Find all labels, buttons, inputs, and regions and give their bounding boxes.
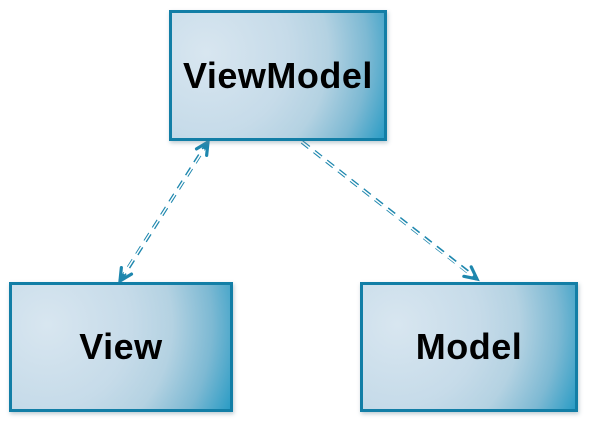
node-model-label: Model (415, 326, 523, 367)
node-viewmodel-label: ViewModel (183, 54, 373, 96)
node-view-label: View (79, 326, 163, 367)
node-model: Model (360, 282, 578, 412)
node-view: View (9, 282, 233, 412)
connector-viewmodel-model (300, 140, 480, 282)
connector-viewmodel-view (118, 138, 210, 285)
node-viewmodel: ViewModel (169, 10, 387, 141)
